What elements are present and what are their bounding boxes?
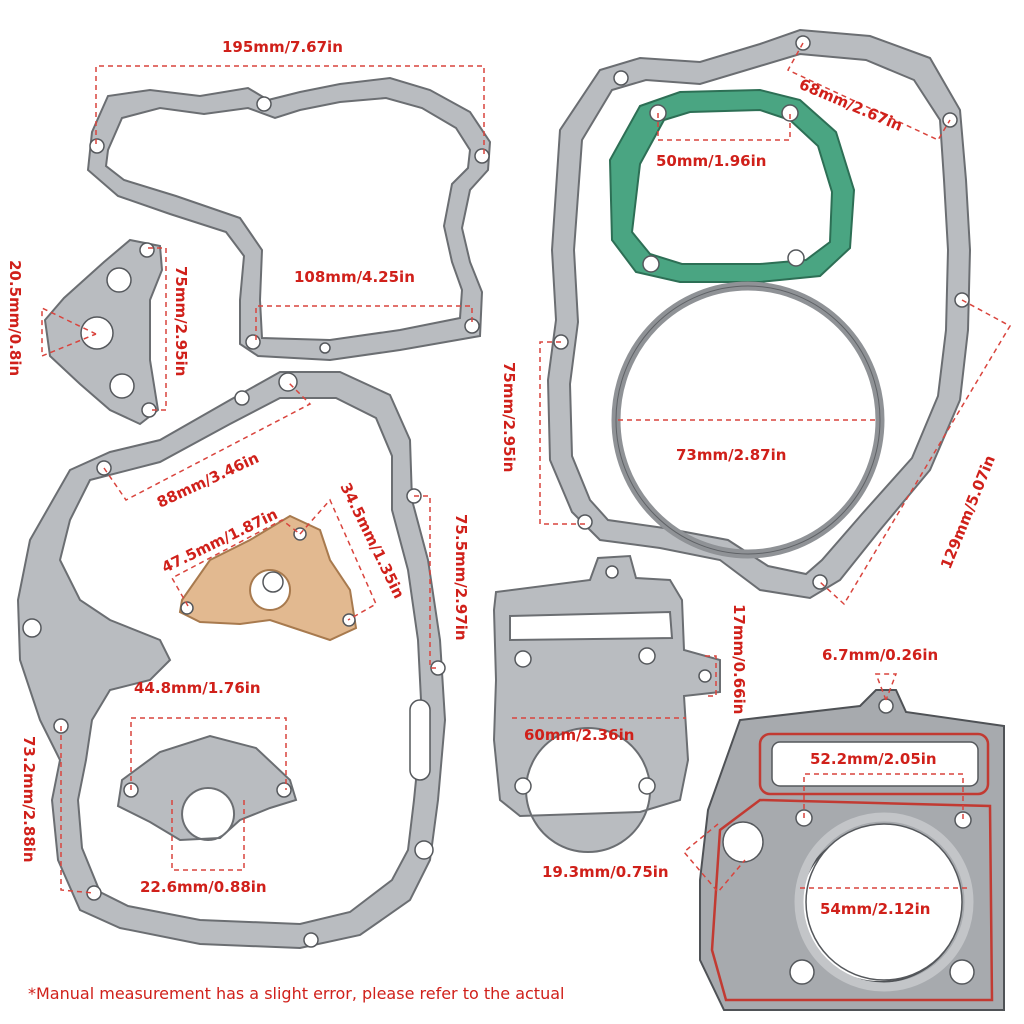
label-73-2mm: 73.2mm/2.88in bbox=[20, 736, 38, 863]
label-50mm: 50mm/1.96in bbox=[656, 152, 766, 170]
oil-pump-gasket bbox=[178, 514, 358, 642]
left-crankcase-gasket bbox=[16, 371, 447, 950]
label-73mm: 73mm/2.87in bbox=[676, 446, 786, 464]
left-cover-gasket bbox=[86, 76, 492, 362]
valve-cover-gasket bbox=[608, 88, 856, 283]
label-75mm-crankcase: 75mm/2.95in bbox=[500, 362, 518, 472]
label-20-5mm: 20.5mm/0.8in bbox=[6, 260, 24, 376]
measurement-labels: 195mm/7.67in 108mm/4.25in 20.5mm/0.8in 7… bbox=[6, 38, 999, 918]
label-44-8mm: 44.8mm/1.76in bbox=[134, 679, 261, 697]
cylinder-base-gasket bbox=[492, 554, 721, 853]
cylinder-head-gasket bbox=[699, 689, 1005, 1011]
label-54mm: 54mm/2.12in bbox=[820, 900, 930, 918]
label-75-5mm: 75.5mm/2.97in bbox=[452, 514, 470, 641]
label-22-6mm: 22.6mm/0.88in bbox=[140, 878, 267, 896]
measurement-disclaimer: *Manual measurement has a slight error, … bbox=[28, 984, 565, 1003]
label-17mm: 17mm/0.66in bbox=[730, 604, 748, 714]
label-19-3mm: 19.3mm/0.75in bbox=[542, 863, 669, 881]
label-195mm: 195mm/7.67in bbox=[222, 38, 343, 56]
label-129mm: 129mm/5.07in bbox=[937, 453, 999, 572]
label-108mm: 108mm/4.25in bbox=[294, 268, 415, 286]
intake-flange-gasket bbox=[43, 238, 164, 426]
label-52-2mm: 52.2mm/2.05in bbox=[810, 750, 937, 768]
carburetor-gasket bbox=[116, 734, 298, 842]
right-crankcase-gasket bbox=[546, 28, 972, 600]
label-75mm-intake: 75mm/2.95in bbox=[172, 266, 190, 376]
label-6-7mm: 6.7mm/0.26in bbox=[822, 646, 938, 664]
cylinder-o-ring bbox=[611, 281, 885, 559]
dimension-guides bbox=[41, 42, 1012, 894]
label-60mm: 60mm/2.36in bbox=[524, 726, 634, 744]
